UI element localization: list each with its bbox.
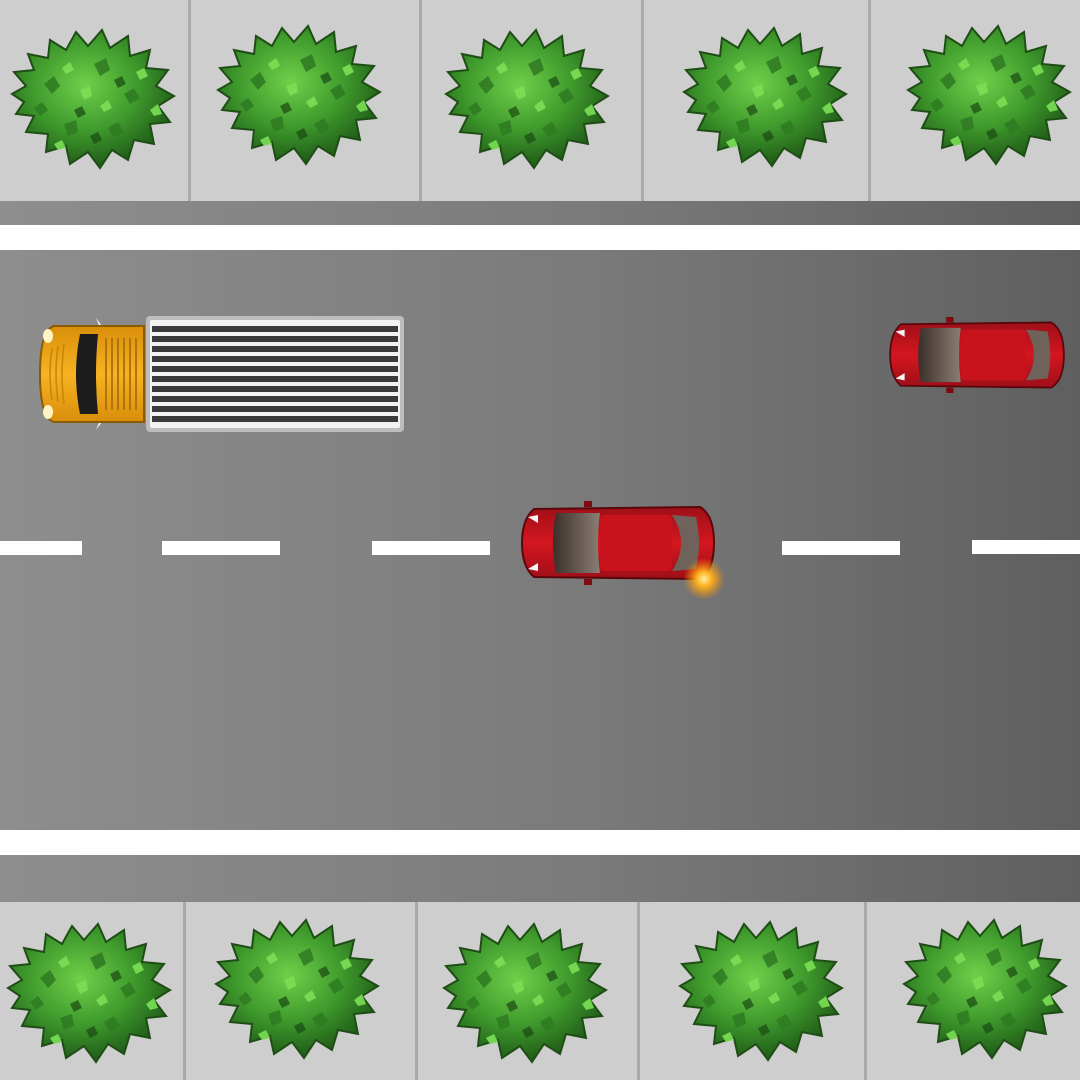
sidewalk-seam: [188, 0, 191, 201]
bush-icon: [210, 20, 386, 168]
top-edge-line: [0, 225, 1080, 250]
lane-dash: [972, 540, 1080, 554]
car-icon: [888, 317, 1066, 393]
truck-icon: [38, 316, 404, 436]
bottom-sidewalk: [0, 902, 1080, 1080]
turn-indicator-icon: [683, 558, 725, 600]
road: [0, 201, 1080, 902]
bush-icon: [438, 24, 614, 172]
bush-icon: [672, 916, 848, 1064]
lane-dash: [0, 541, 82, 555]
bush-icon: [4, 24, 180, 172]
sidewalk-seam: [183, 902, 186, 1080]
sidewalk-seam: [864, 902, 867, 1080]
sidewalk-seam: [868, 0, 871, 201]
bush-icon: [896, 914, 1072, 1062]
bottom-edge-line: [0, 830, 1080, 855]
sidewalk-seam: [415, 902, 418, 1080]
top-sidewalk: [0, 0, 1080, 201]
sidewalk-seam: [641, 0, 644, 201]
bush-icon: [0, 918, 176, 1066]
lane-dash: [162, 541, 280, 555]
bush-icon: [436, 918, 612, 1066]
bush-icon: [676, 22, 852, 170]
bush-icon: [208, 914, 384, 1062]
lane-dash: [372, 541, 490, 555]
bush-icon: [900, 20, 1076, 168]
sidewalk-seam: [637, 902, 640, 1080]
sidewalk-seam: [419, 0, 422, 201]
lane-dash: [782, 541, 900, 555]
